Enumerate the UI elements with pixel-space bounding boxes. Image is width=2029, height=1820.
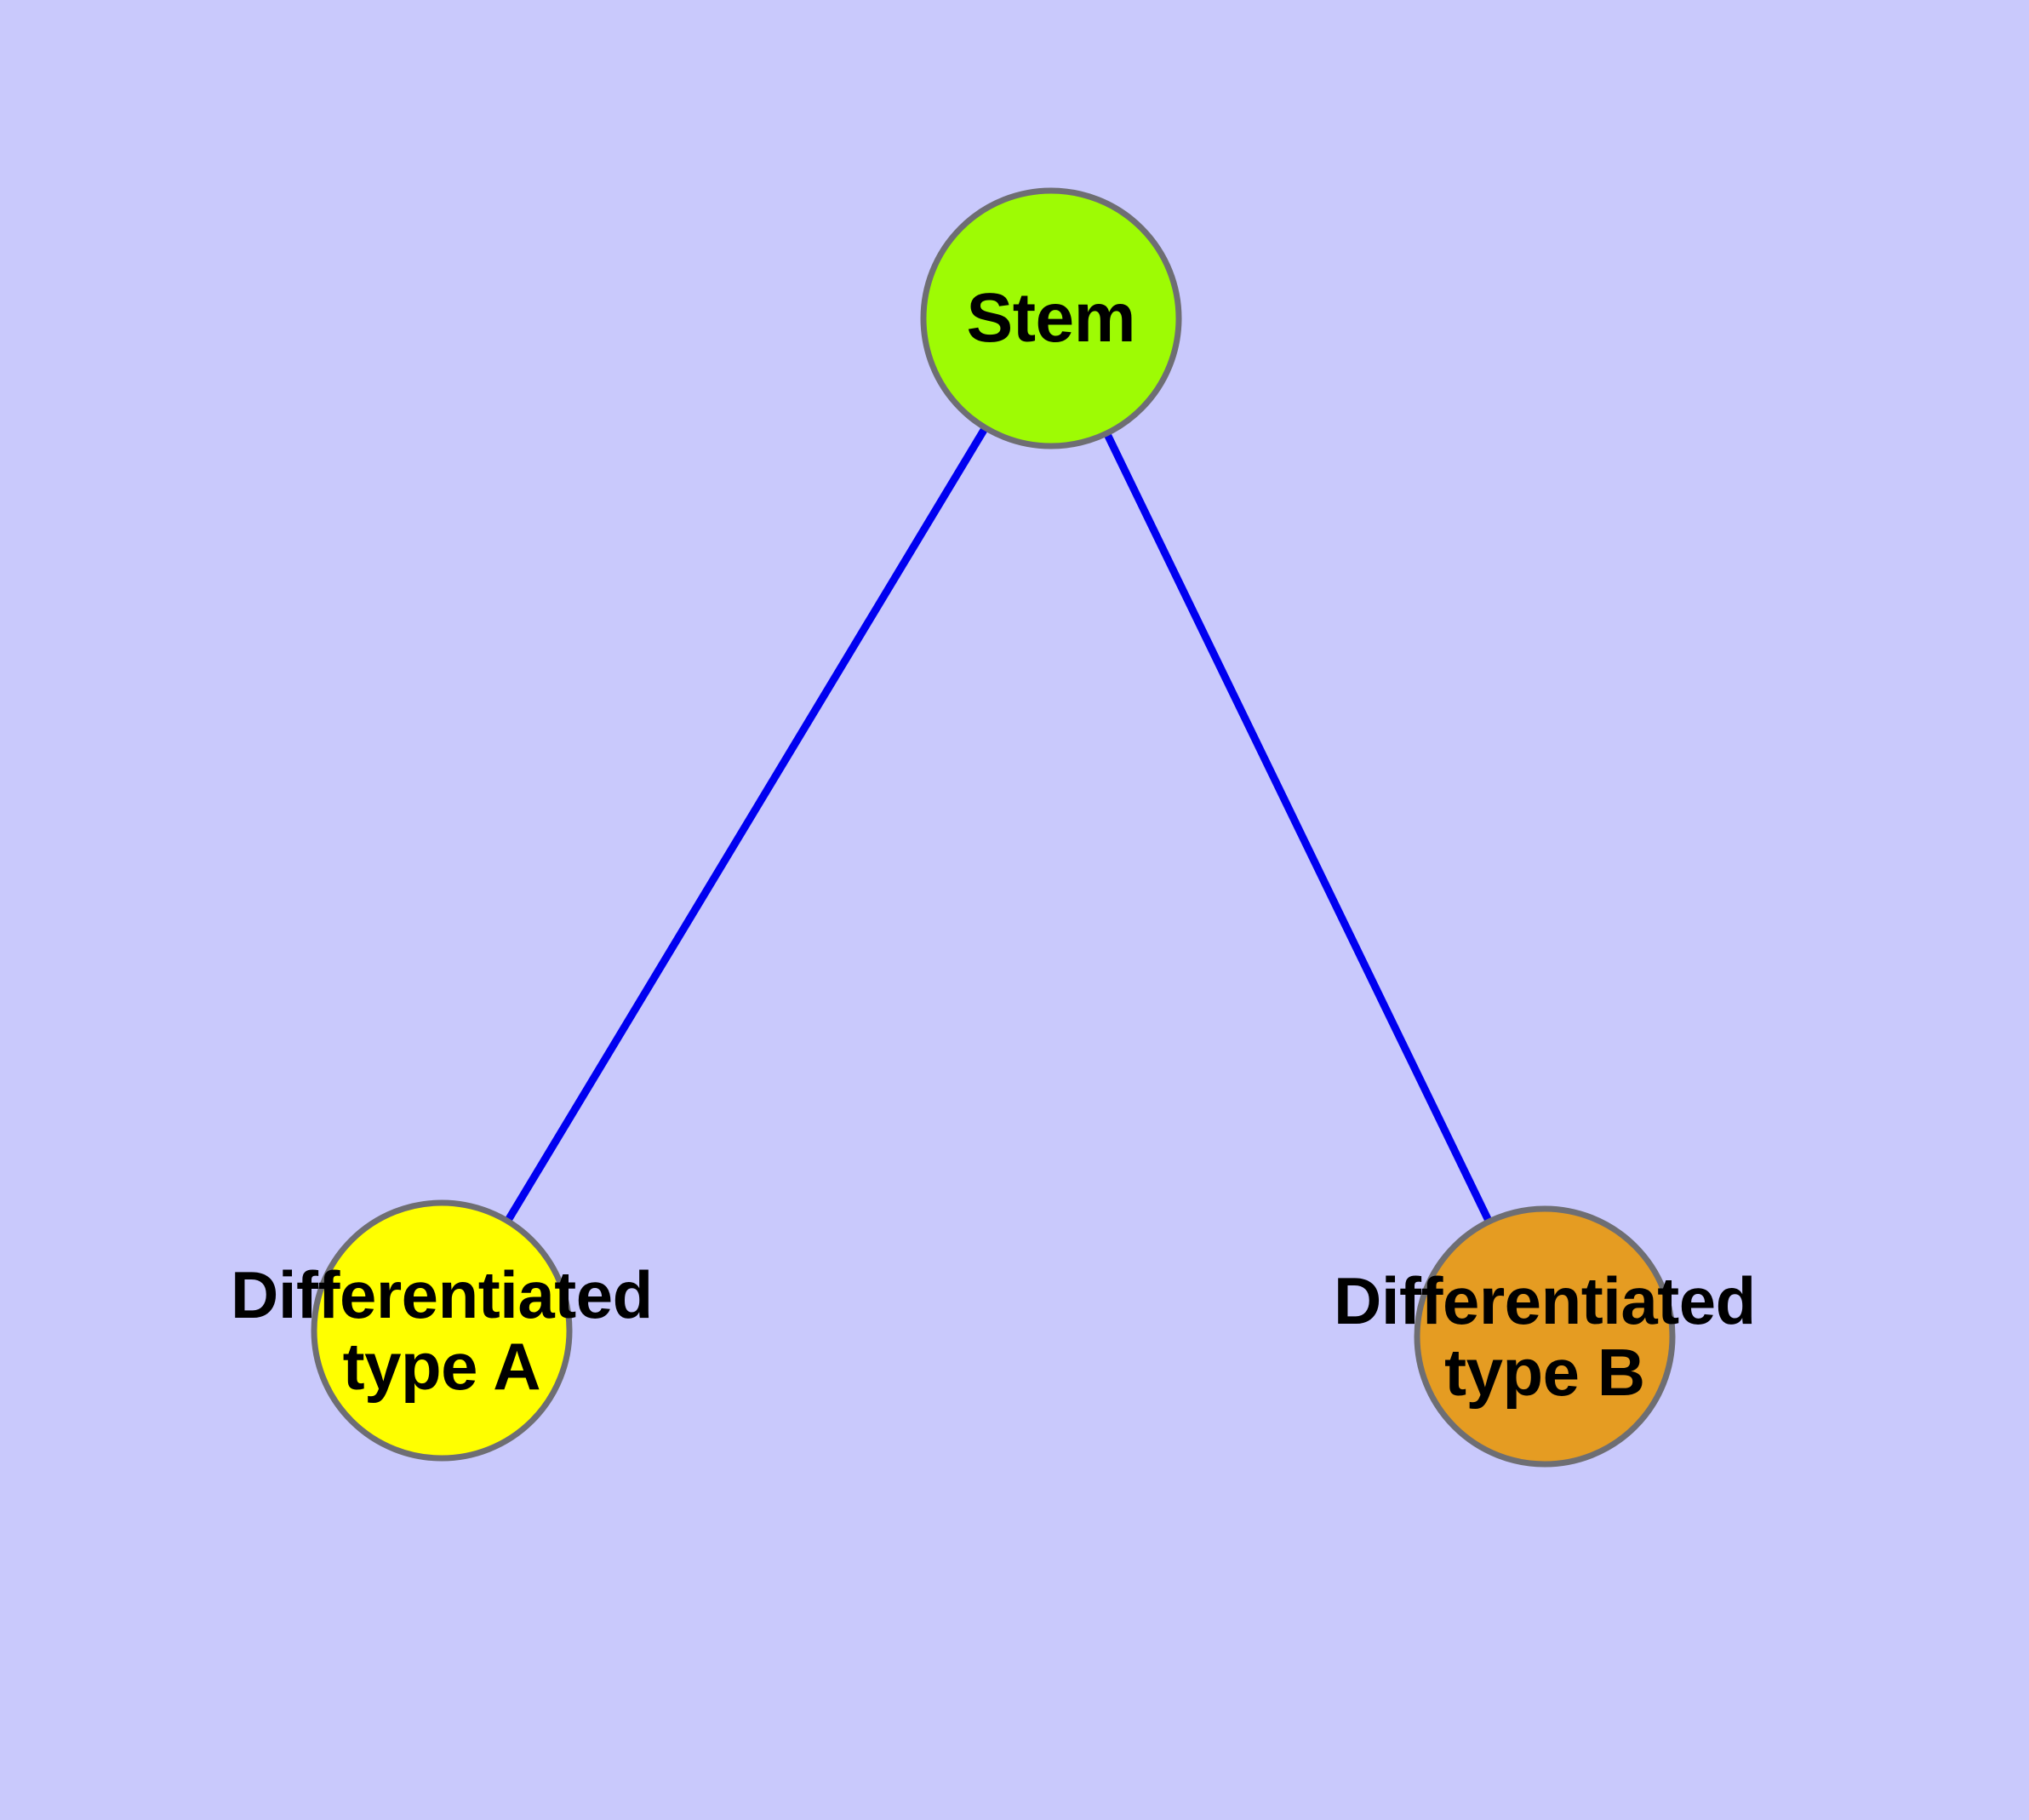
graph-node-diff_b[interactable] [1414,1205,1676,1468]
graph-edge[interactable] [1047,317,1549,1338]
edge-layer [438,316,1549,1338]
node-layer [311,187,1676,1468]
graph-node-diff_a[interactable] [311,1199,573,1462]
graph-node-stem[interactable] [920,187,1182,449]
graph-edge[interactable] [438,316,1055,1333]
